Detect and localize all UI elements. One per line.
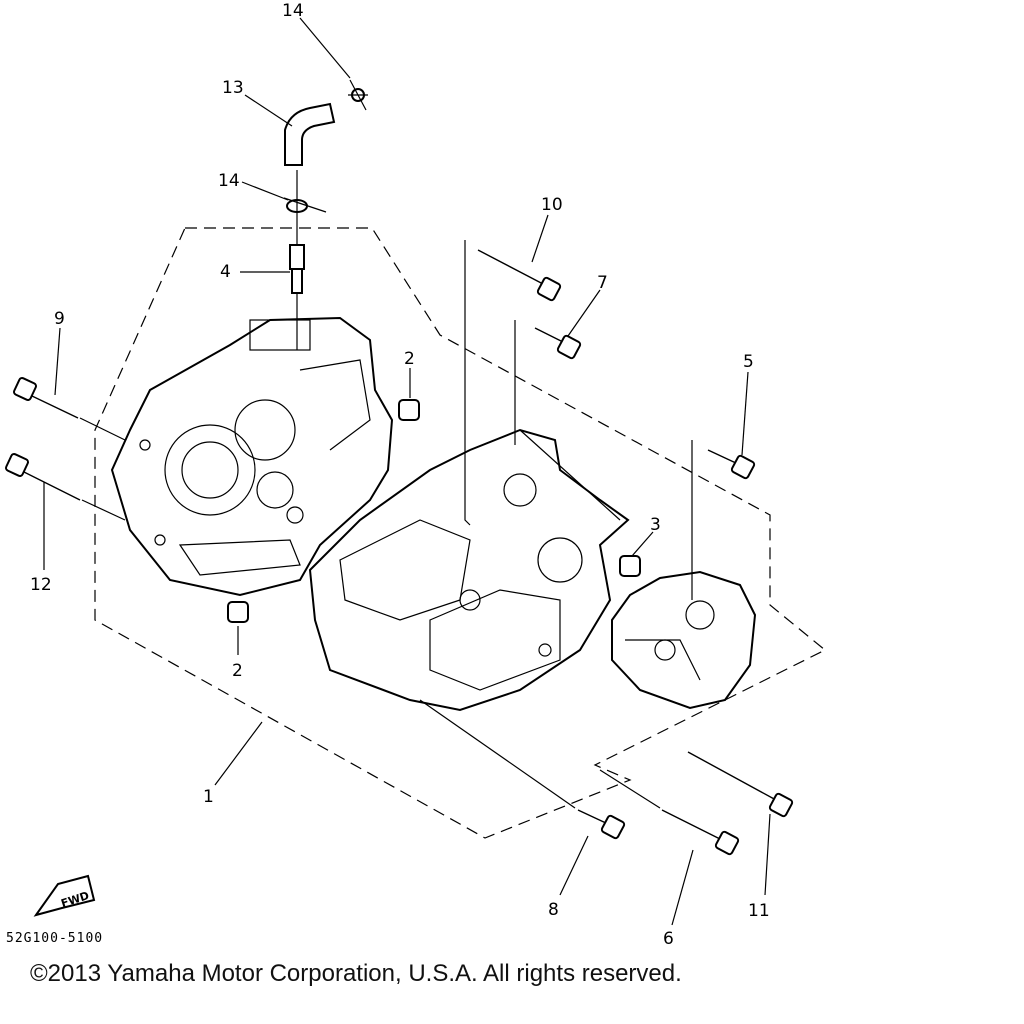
callout-13: 13 xyxy=(222,78,244,98)
diagram-code: 52G100-5100 xyxy=(6,931,104,946)
callout-2-top: 2 xyxy=(404,349,415,369)
side-cover xyxy=(611,570,757,710)
callout-12: 12 xyxy=(30,575,52,595)
breather-fitting xyxy=(289,170,305,350)
callout-5: 5 xyxy=(743,352,754,372)
callout-4: 4 xyxy=(220,262,231,282)
hose-clip-top xyxy=(348,79,368,111)
callout-7: 7 xyxy=(597,273,608,293)
bolt-7 xyxy=(534,327,582,360)
bolt-8 xyxy=(577,809,626,840)
callout-2-bottom: 2 xyxy=(232,661,243,681)
dowel-pin-2-top xyxy=(398,399,420,421)
breather-hose xyxy=(284,102,336,166)
bolt-5 xyxy=(707,449,756,480)
bolt-6 xyxy=(661,809,740,856)
crankcase-assembly-outline xyxy=(94,227,827,839)
dowel-pin-3 xyxy=(619,555,641,577)
fwd-arrow-icon: FWD xyxy=(33,874,96,917)
copyright-notice: ©2013 Yamaha Motor Corporation, U.S.A. A… xyxy=(30,960,682,987)
callout-6: 6 xyxy=(663,929,674,949)
callout-8: 8 xyxy=(548,900,559,920)
callout-14-top: 14 xyxy=(282,1,304,21)
dowel-pin-2-bottom xyxy=(227,601,249,623)
callout-10: 10 xyxy=(541,195,563,215)
callout-14-lower: 14 xyxy=(218,171,240,191)
bolt-9 xyxy=(13,377,79,419)
bolt-10 xyxy=(477,249,562,302)
callout-1: 1 xyxy=(203,787,214,807)
right-crankcase-half xyxy=(110,316,394,597)
bolt-12 xyxy=(5,453,81,501)
hose-clip-bottom xyxy=(283,197,327,213)
callout-11: 11 xyxy=(748,901,770,921)
callout-9: 9 xyxy=(54,309,65,329)
left-crankcase-half xyxy=(308,428,630,712)
bolt-11 xyxy=(687,751,794,818)
callout-3: 3 xyxy=(650,515,661,535)
